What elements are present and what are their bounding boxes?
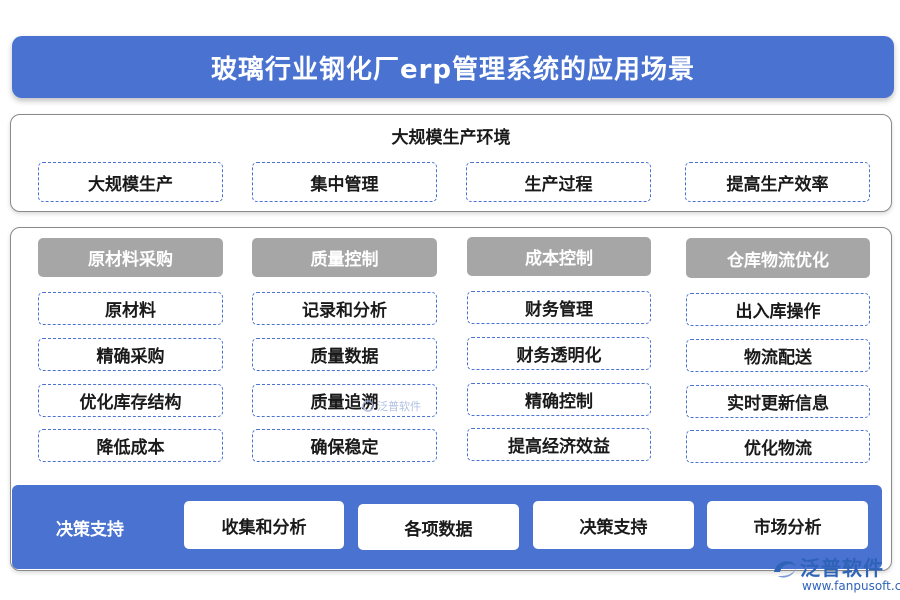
decision-item: 决策支持 bbox=[533, 501, 694, 549]
brand-logo: 泛普软件 www.fanpusoft.com bbox=[770, 552, 900, 598]
environment-title: 大规模生产环境 bbox=[391, 128, 511, 148]
column-header-procurement: 原材料采购 bbox=[38, 238, 223, 277]
column-item: 财务管理 bbox=[467, 291, 651, 324]
column-item: 降低成本 bbox=[38, 429, 223, 462]
column-item: 优化物流 bbox=[686, 430, 870, 463]
column-item: 质量数据 bbox=[252, 338, 437, 371]
brand-swirl-icon bbox=[774, 561, 796, 578]
column-header-cost: 成本控制 bbox=[467, 237, 651, 276]
decision-item: 各项数据 bbox=[358, 504, 519, 550]
column-header-quality: 质量控制 bbox=[252, 238, 437, 277]
watermark: 泛普软件 bbox=[362, 398, 421, 414]
decision-label: 决策支持 bbox=[56, 519, 124, 540]
column-item: 提高经济效益 bbox=[467, 428, 651, 461]
environment-item: 生产过程 bbox=[466, 162, 651, 202]
environment-panel: 大规模生产环境 大规模生产 集中管理 生产过程 提高生产效率 bbox=[10, 114, 892, 212]
column-item: 原材料 bbox=[38, 292, 223, 325]
column-item: 物流配送 bbox=[686, 339, 870, 372]
environment-item: 提高生产效率 bbox=[685, 162, 870, 202]
environment-item: 集中管理 bbox=[252, 162, 437, 202]
column-item: 质量追溯 bbox=[252, 384, 437, 417]
page-title: 玻璃行业钢化厂erp管理系统的应用场景 bbox=[12, 36, 894, 98]
column-item: 记录和分析 bbox=[252, 292, 437, 325]
decision-item: 收集和分析 bbox=[184, 501, 344, 549]
column-item: 实时更新信息 bbox=[686, 385, 870, 418]
decision-item: 市场分析 bbox=[707, 501, 868, 549]
column-header-warehouse: 仓库物流优化 bbox=[686, 238, 870, 278]
watermark-logo-icon bbox=[362, 400, 374, 412]
column-item: 出入库操作 bbox=[686, 293, 870, 326]
brand-name: 泛普软件 bbox=[800, 556, 884, 580]
column-item: 优化库存结构 bbox=[38, 384, 223, 417]
decision-support-band: 决策支持 收集和分析 各项数据 决策支持 市场分析 bbox=[12, 485, 882, 569]
column-item: 精确控制 bbox=[467, 383, 651, 416]
watermark-text: 泛普软件 bbox=[377, 400, 421, 413]
brand-url: www.fanpusoft.com bbox=[802, 579, 900, 593]
environment-item: 大规模生产 bbox=[38, 162, 223, 202]
column-item: 精确采购 bbox=[38, 338, 223, 371]
column-item: 财务透明化 bbox=[467, 337, 651, 370]
column-item: 确保稳定 bbox=[252, 429, 437, 462]
